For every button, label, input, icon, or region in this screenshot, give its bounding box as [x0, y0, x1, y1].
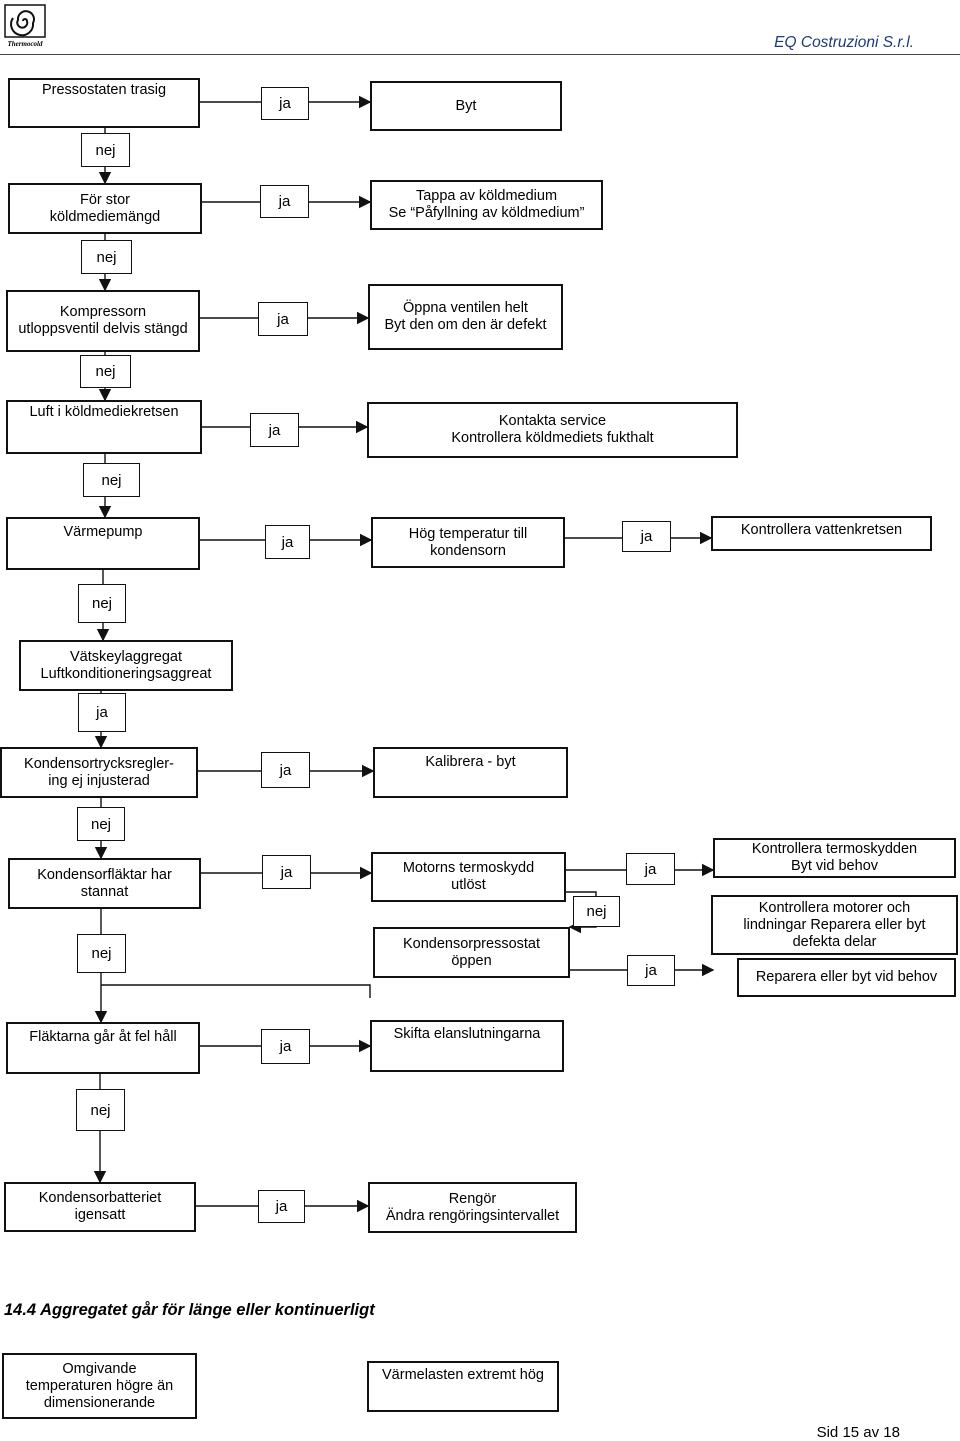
node-kontakta-service: Kontakta service Kontrollera köldmediets… — [367, 402, 738, 458]
node-kondensorbatteriet-igensatt: Kondensorbatteriet igensatt — [4, 1182, 196, 1232]
yes-label: ja — [261, 752, 310, 788]
yes-label: ja — [260, 185, 309, 218]
node-kontrollera-motorer: Kontrollera motorer och lindningar Repar… — [711, 895, 958, 955]
yes-label: ja — [265, 525, 310, 559]
yes-label: ja — [622, 521, 671, 552]
node-kondensortrycksreglering: Kondensortrycksregler- ing ej injusterad — [0, 747, 198, 798]
node-omgivande-temperaturen: Omgivande temperaturen högre än dimensio… — [2, 1353, 197, 1419]
company-name: EQ Costruzioni S.r.l. — [774, 34, 914, 51]
yes-label: ja — [262, 855, 311, 889]
yes-label: ja — [626, 853, 675, 885]
node-vatskeylaggregat: Vätskeylaggregat Luftkonditioneringsaggr… — [19, 640, 233, 691]
node-skifta-elanslutningarna: Skifta elanslutningarna — [370, 1020, 564, 1072]
node-varmelasten-extremt-hog: Värmelasten extremt hög — [367, 1361, 559, 1412]
no-label: nej — [77, 807, 125, 841]
node-hog-temperatur-kondensorn: Hög temperatur till kondensorn — [371, 517, 565, 568]
node-luft-i-koldmediekretsen: Luft i köldmediekretsen — [6, 400, 202, 454]
yes-label: ja — [258, 1190, 305, 1223]
thermocold-logo: Thermocold — [4, 4, 46, 48]
yes-label: ja — [627, 955, 675, 986]
connector-line — [101, 984, 371, 998]
node-byt: Byt — [370, 81, 562, 131]
node-varmepump: Värmepump — [6, 517, 200, 570]
no-label: nej — [78, 584, 126, 623]
node-rengor: Rengör Ändra rengöringsintervallet — [368, 1182, 577, 1233]
yes-label: ja — [78, 693, 126, 732]
node-kondensorflaktar-stannat: Kondensorfläktar har stannat — [8, 858, 201, 909]
yes-label: ja — [261, 1029, 310, 1064]
node-oppna-ventilen: Öppna ventilen helt Byt den om den är de… — [368, 284, 563, 350]
node-kondensorpressostat: Kondensorpressostat öppen — [373, 927, 570, 978]
no-label: nej — [81, 240, 132, 274]
node-tappa-koldmedium: Tappa av köldmedium Se “Påfyllning av kö… — [370, 180, 603, 230]
node-flaktarna-gar-at-fel-hall: Fläktarna går åt fel håll — [6, 1022, 200, 1074]
node-reparera-eller-byt: Reparera eller byt vid behov — [737, 958, 956, 997]
no-label: nej — [77, 934, 126, 973]
no-label: nej — [81, 133, 130, 167]
node-kalibrera-byt: Kalibrera - byt — [373, 747, 568, 798]
no-label: nej — [76, 1089, 125, 1131]
node-for-stor-koldmediemangd: För stor köldmediemängd — [8, 183, 202, 234]
svg-text:Thermocold: Thermocold — [8, 40, 43, 48]
yes-label: ja — [261, 87, 309, 120]
yes-label: ja — [250, 413, 299, 447]
no-label: nej — [573, 896, 620, 927]
no-label: nej — [80, 355, 131, 388]
node-kontrollera-vattenkretsen: Kontrollera vattenkretsen — [711, 516, 932, 551]
node-pressostat: Pressostaten trasig — [8, 78, 200, 128]
header-divider — [0, 54, 960, 55]
yes-label: ja — [258, 302, 308, 336]
no-label: nej — [83, 463, 140, 497]
page-number: Sid 15 av 18 — [816, 1424, 900, 1441]
section-title: 14.4 Aggregatet går för länge eller kont… — [4, 1301, 375, 1319]
node-kontrollera-termoskydden: Kontrollera termoskydden Byt vid behov — [713, 838, 956, 878]
node-motorns-termoskydd: Motorns termoskydd utlöst — [371, 852, 566, 902]
node-kompressor-utloppsventil: Kompressorn utloppsventil delvis stängd — [6, 290, 200, 352]
